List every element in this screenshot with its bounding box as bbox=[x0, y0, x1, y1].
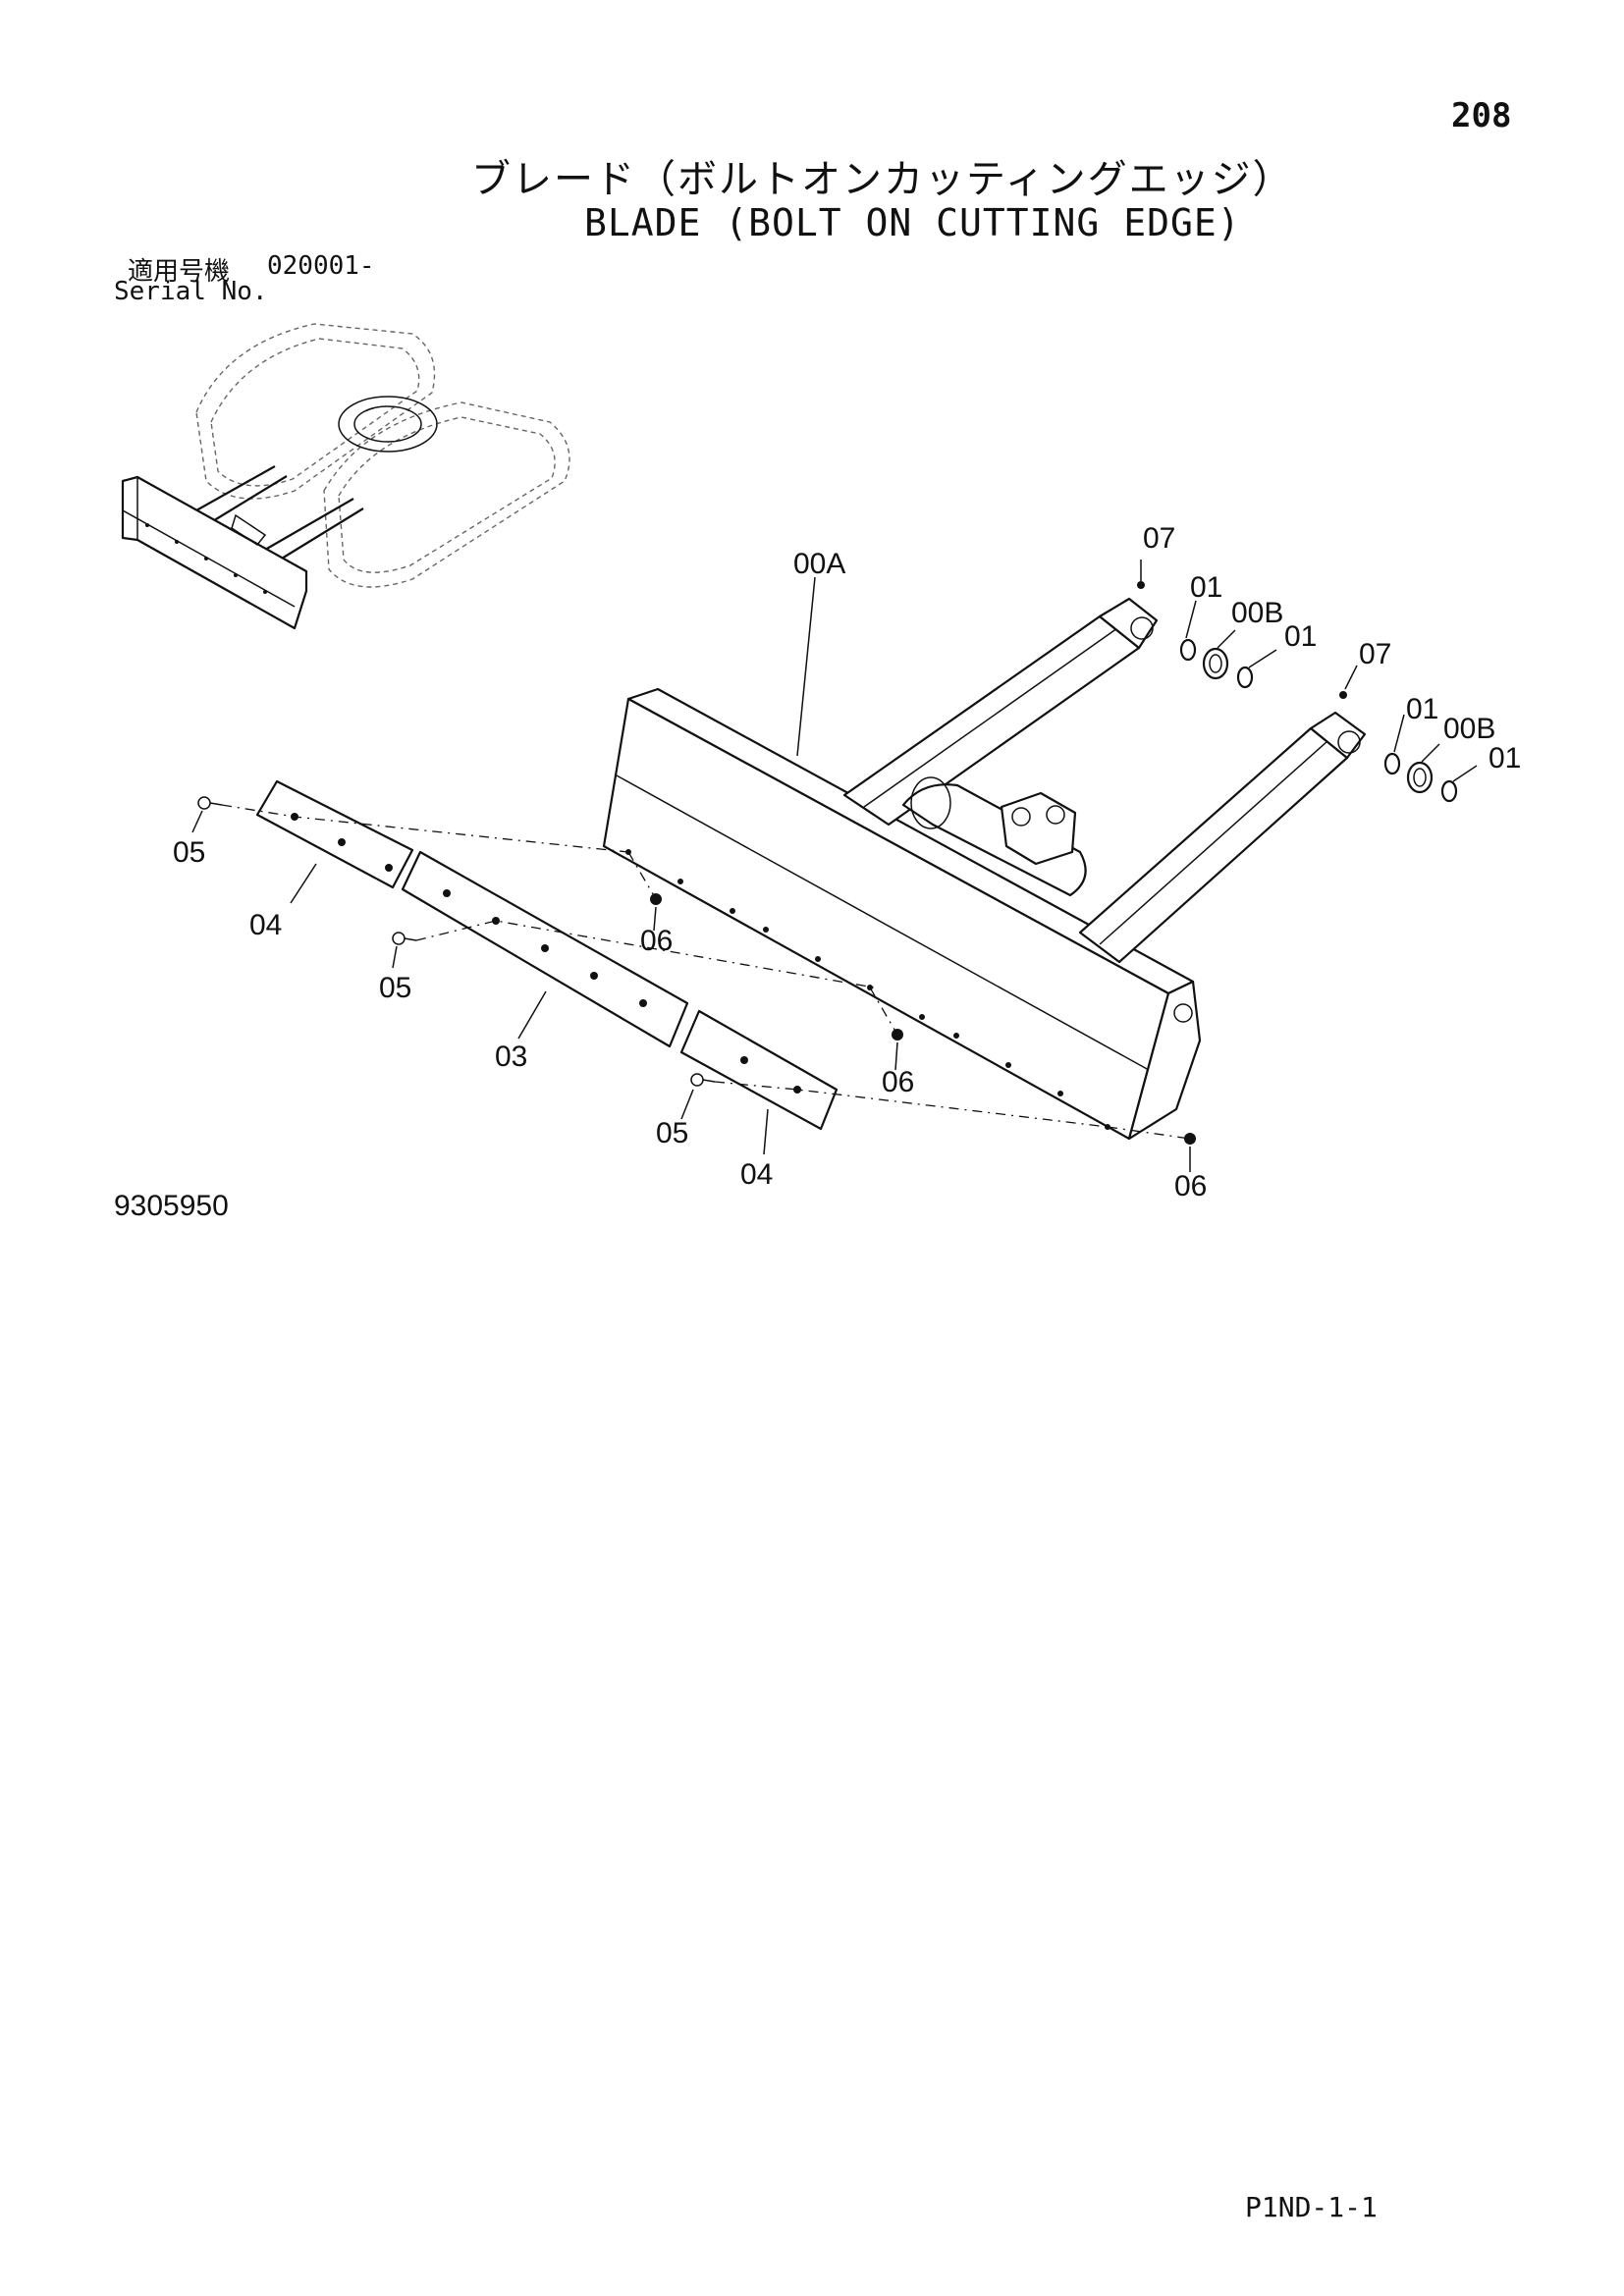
page-title-english: BLADE (BOLT ON CUTTING EDGE) bbox=[584, 201, 1241, 244]
callout-05-c: 05 bbox=[656, 1117, 688, 1149]
serial-label-english: Serial No. bbox=[114, 277, 268, 306]
cutting-edge-center bbox=[401, 850, 689, 1048]
page-code: P1ND-1-1 bbox=[1245, 2191, 1378, 2223]
alignment-lines bbox=[221, 804, 1191, 1140]
callout-04-a: 04 bbox=[249, 909, 282, 941]
callout-labels: 00A 07 01 00B 01 07 01 00B 01 05 04 06 0… bbox=[173, 522, 1521, 1202]
callout-04-b: 04 bbox=[740, 1158, 773, 1191]
serial-number: 020001- bbox=[267, 251, 375, 281]
cutting-edge-left bbox=[255, 779, 414, 889]
callout-00B-left: 00B bbox=[1231, 597, 1283, 629]
serial-label-japanese: 適用号機 bbox=[128, 257, 231, 287]
callout-05-a: 05 bbox=[173, 836, 205, 869]
locator-thumbnail bbox=[121, 323, 570, 630]
callout-07-left: 07 bbox=[1143, 522, 1175, 555]
callout-00A: 00A bbox=[793, 548, 845, 580]
callout-06-b: 06 bbox=[882, 1066, 914, 1098]
callout-00B-right: 00B bbox=[1443, 713, 1495, 745]
bushing-set-right bbox=[1339, 691, 1458, 803]
callout-07-right: 07 bbox=[1359, 638, 1391, 670]
cutting-edge-right bbox=[679, 1009, 839, 1131]
callout-01-right-a: 01 bbox=[1406, 693, 1438, 725]
bushing-set-left bbox=[1137, 581, 1254, 689]
callout-06-a: 06 bbox=[640, 925, 673, 957]
drawing-number: 9305950 bbox=[114, 1190, 229, 1222]
callout-03: 03 bbox=[495, 1041, 527, 1073]
leader-lines bbox=[191, 560, 1478, 1172]
callout-01-left-b: 01 bbox=[1284, 620, 1317, 653]
blade-arms bbox=[842, 597, 1367, 964]
callout-06-c: 06 bbox=[1174, 1170, 1207, 1202]
page-title-japanese: ブレード（ボルトオンカッティングエッジ） bbox=[471, 157, 1294, 202]
page-number: 208 bbox=[1451, 96, 1512, 135]
callout-05-b: 05 bbox=[379, 972, 411, 1004]
blade-assembly bbox=[602, 687, 1202, 1141]
callout-01-left-a: 01 bbox=[1190, 571, 1222, 604]
callout-01-right-b: 01 bbox=[1489, 742, 1521, 774]
